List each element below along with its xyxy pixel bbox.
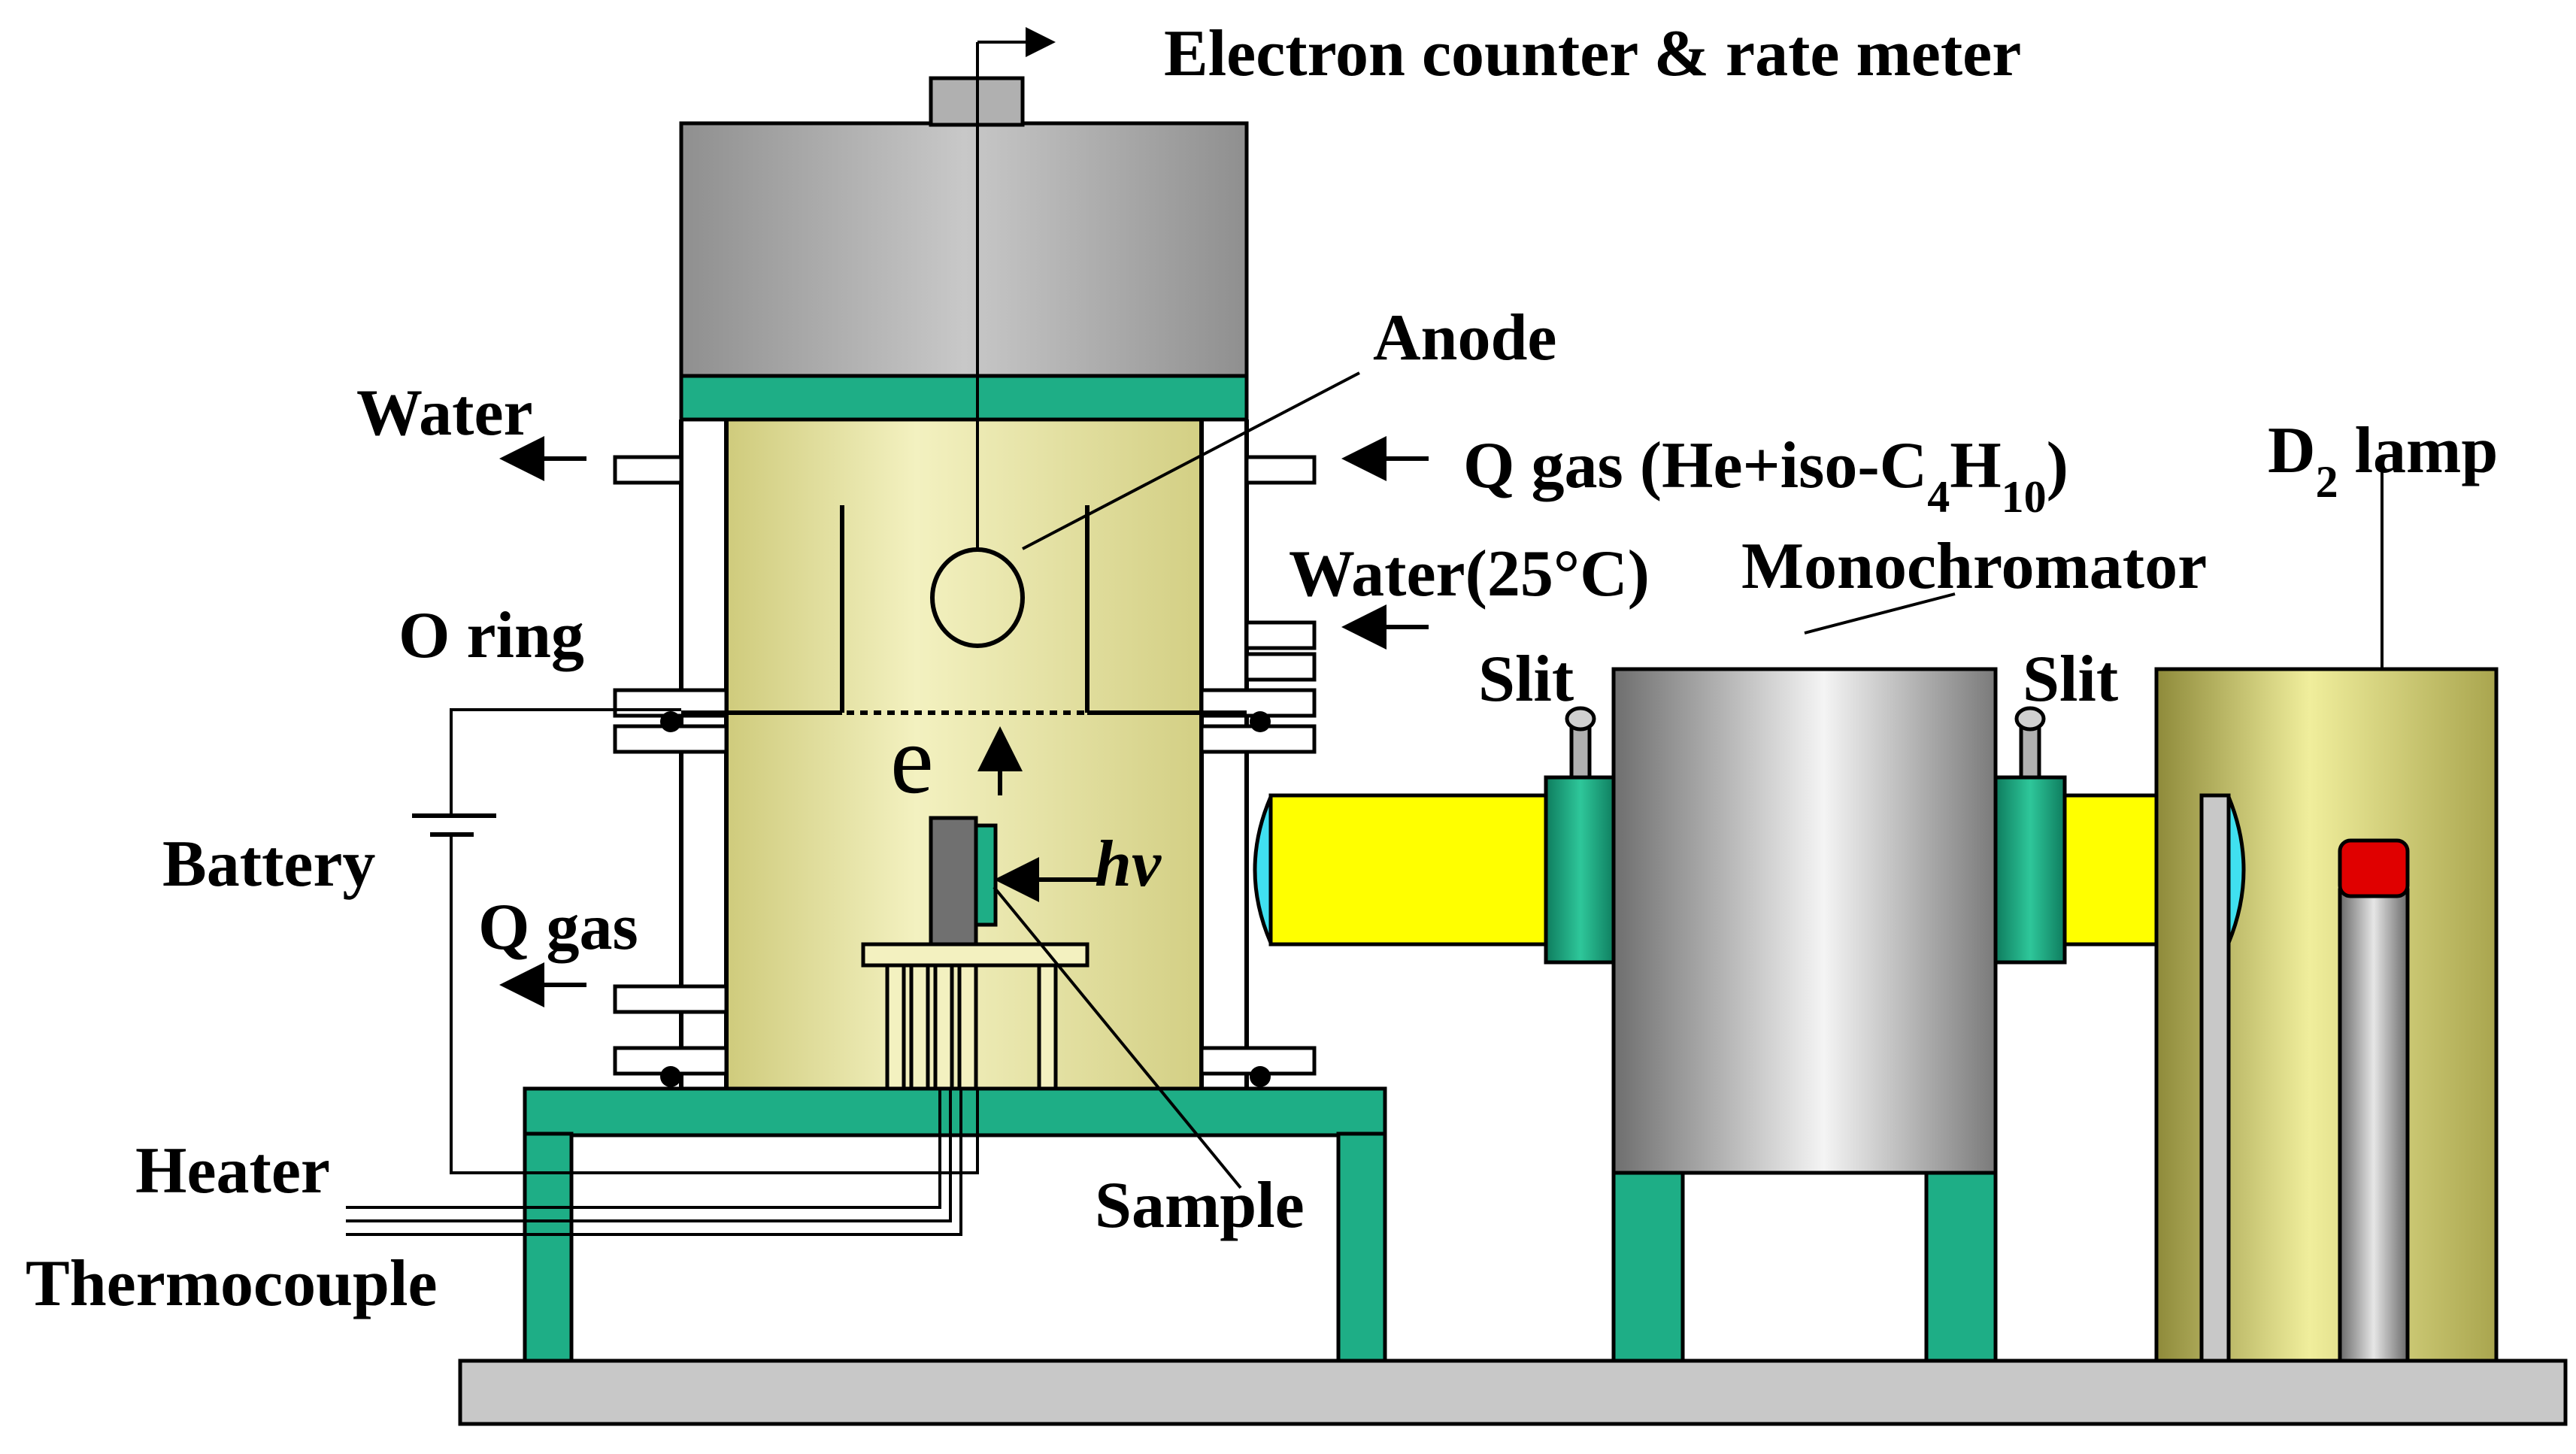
o-ring-bottom-left	[660, 1066, 681, 1087]
base-plate	[458, 1359, 2568, 1426]
label-q-gas-out: Q gas	[478, 891, 638, 964]
beam-tube-right	[2062, 793, 2159, 947]
label-thermocouple: Thermocouple	[26, 1247, 438, 1320]
sample-holder	[861, 816, 1089, 1091]
o-ring-right	[1250, 711, 1271, 732]
label-o-ring: O ring	[399, 599, 584, 672]
label-slit-left: Slit	[1478, 643, 1574, 716]
o-ring-left	[660, 711, 681, 732]
label-photon: hν	[1095, 828, 1162, 901]
lamp-window-bar	[2199, 793, 2231, 1363]
label-battery: Battery	[162, 828, 375, 901]
chamber-right-wall	[1199, 420, 1317, 1089]
beam-tube-left	[1268, 793, 1551, 947]
detector-housing	[679, 121, 1249, 378]
window-lens-left	[1253, 796, 1273, 944]
battery-circuit	[412, 708, 979, 1174]
window-lens-right	[2226, 796, 2246, 944]
slit-collar-left	[1544, 775, 1617, 965]
o-ring-bottom-right	[1250, 1066, 1271, 1087]
heater-thermocouple-wires	[346, 1089, 962, 1236]
label-water-in: Water(25°C)	[1289, 538, 1650, 610]
label-sample: Sample	[1095, 1169, 1305, 1242]
monochromator-leg-right	[1924, 1171, 1998, 1363]
label-water-out: Water	[356, 377, 533, 450]
label-monochromator: Monochromator	[1741, 530, 2207, 603]
label-electron-counter: Electron counter & rate meter	[1164, 17, 2021, 90]
monochromator-body	[1611, 667, 1998, 1175]
top-flange	[679, 374, 1249, 422]
d2-lamp-tube	[2338, 888, 2410, 1363]
d2-lamp-bulb	[2338, 838, 2410, 898]
label-anode: Anode	[1373, 301, 1557, 374]
chamber-left-wall	[613, 420, 729, 1089]
monochromator-leg-left	[1611, 1171, 1685, 1363]
label-electron: e	[890, 706, 934, 814]
slit-collar-right	[1993, 775, 2067, 965]
monochromator-leader	[1804, 592, 1956, 635]
sample-leader	[993, 886, 1242, 1189]
label-d2-lamp: D2 lamp	[2268, 414, 2498, 507]
anode-leader	[1022, 371, 1360, 550]
label-q-gas-in: Q gas (He+iso-C4H10)	[1463, 429, 2068, 522]
label-heater: Heater	[135, 1134, 330, 1207]
internal-electrodes	[681, 505, 1247, 715]
label-slit-right: Slit	[2023, 643, 2118, 716]
